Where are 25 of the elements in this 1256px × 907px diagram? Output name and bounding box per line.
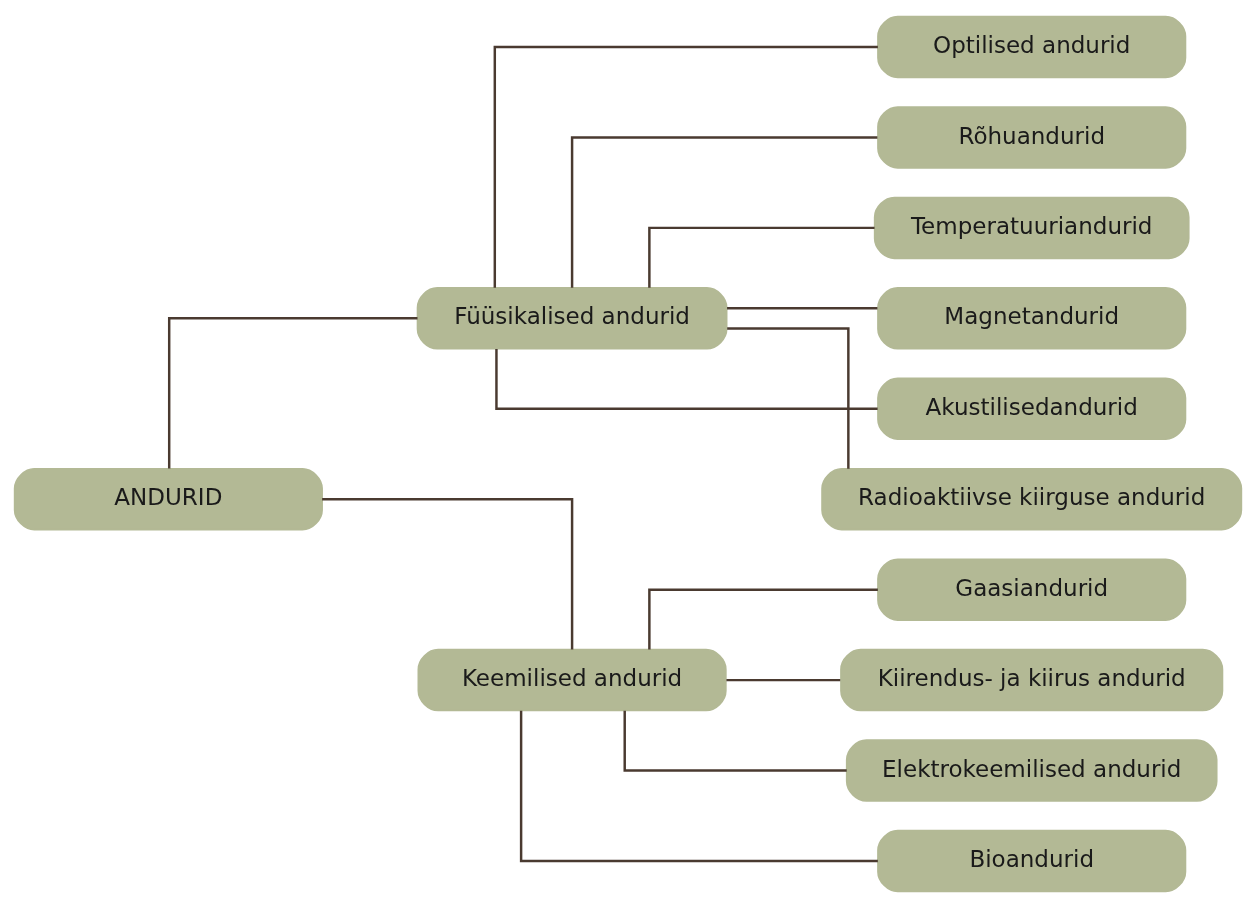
connector: [519, 710, 878, 862]
connector: [623, 710, 847, 772]
node-box: Temperatuuriandurid: [873, 196, 1190, 259]
node-box: Elektrokeemilised andurid: [845, 738, 1218, 802]
node-box: Bioandurid: [877, 829, 1187, 892]
connector: [726, 678, 841, 681]
connector: [570, 135, 878, 288]
connector: [648, 226, 875, 288]
node-box: Magnetandurid: [877, 286, 1187, 350]
node-box: Füüsikalised andurid: [416, 286, 728, 350]
connector: [727, 306, 878, 309]
node-box: Kiirendus- ja kiirus andurid: [840, 648, 1224, 711]
node-box: Rõhuandurid: [877, 105, 1187, 169]
connector: [322, 497, 574, 649]
connector: [495, 348, 878, 410]
node-box: Optilised andurid: [877, 15, 1187, 78]
connector: [493, 45, 878, 288]
connector: [167, 316, 418, 469]
connector: [648, 587, 878, 649]
connector: [727, 326, 850, 469]
node-box: Gaasiandurid: [877, 557, 1187, 621]
node-box: ANDURID: [13, 467, 323, 530]
node-box: Radioaktiivse kiirguse andurid: [821, 467, 1243, 530]
node-box: Keemilised andurid: [417, 648, 727, 711]
node-box: Akustilisedandurid: [877, 377, 1187, 440]
